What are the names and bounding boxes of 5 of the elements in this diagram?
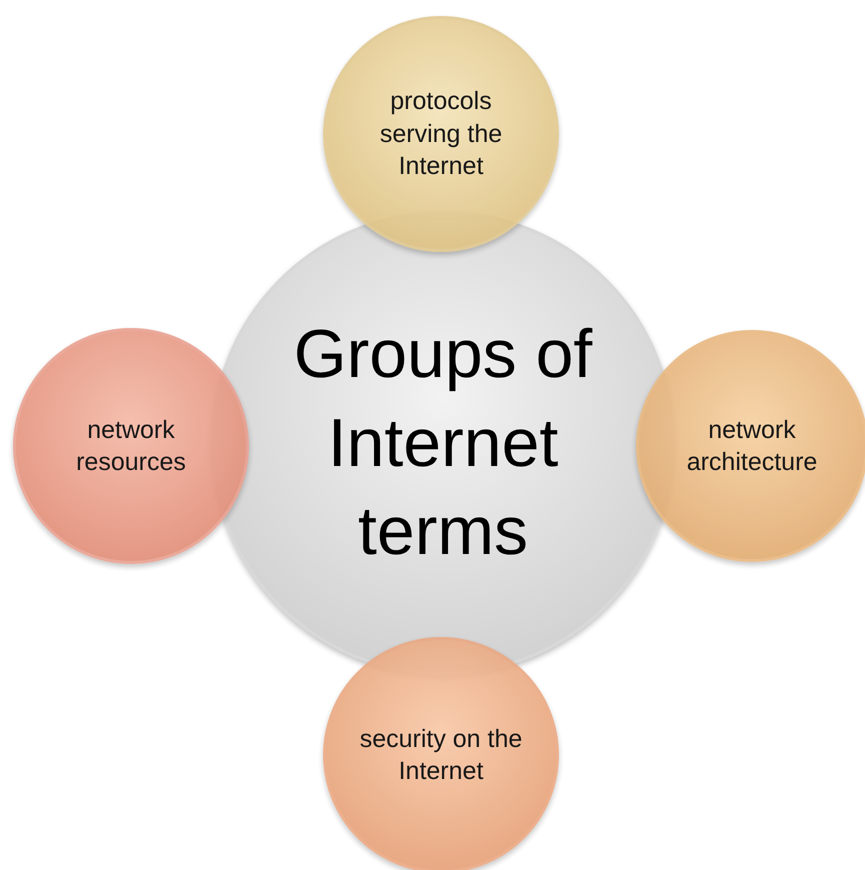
circle-label: security on the Internet [358,724,524,787]
circle-label: protocols serving the Internet [378,86,504,182]
circle-label: Groups of Internet terms [292,315,594,572]
circle-label: network architecture [686,414,818,478]
circle-label: network resources [75,414,187,478]
